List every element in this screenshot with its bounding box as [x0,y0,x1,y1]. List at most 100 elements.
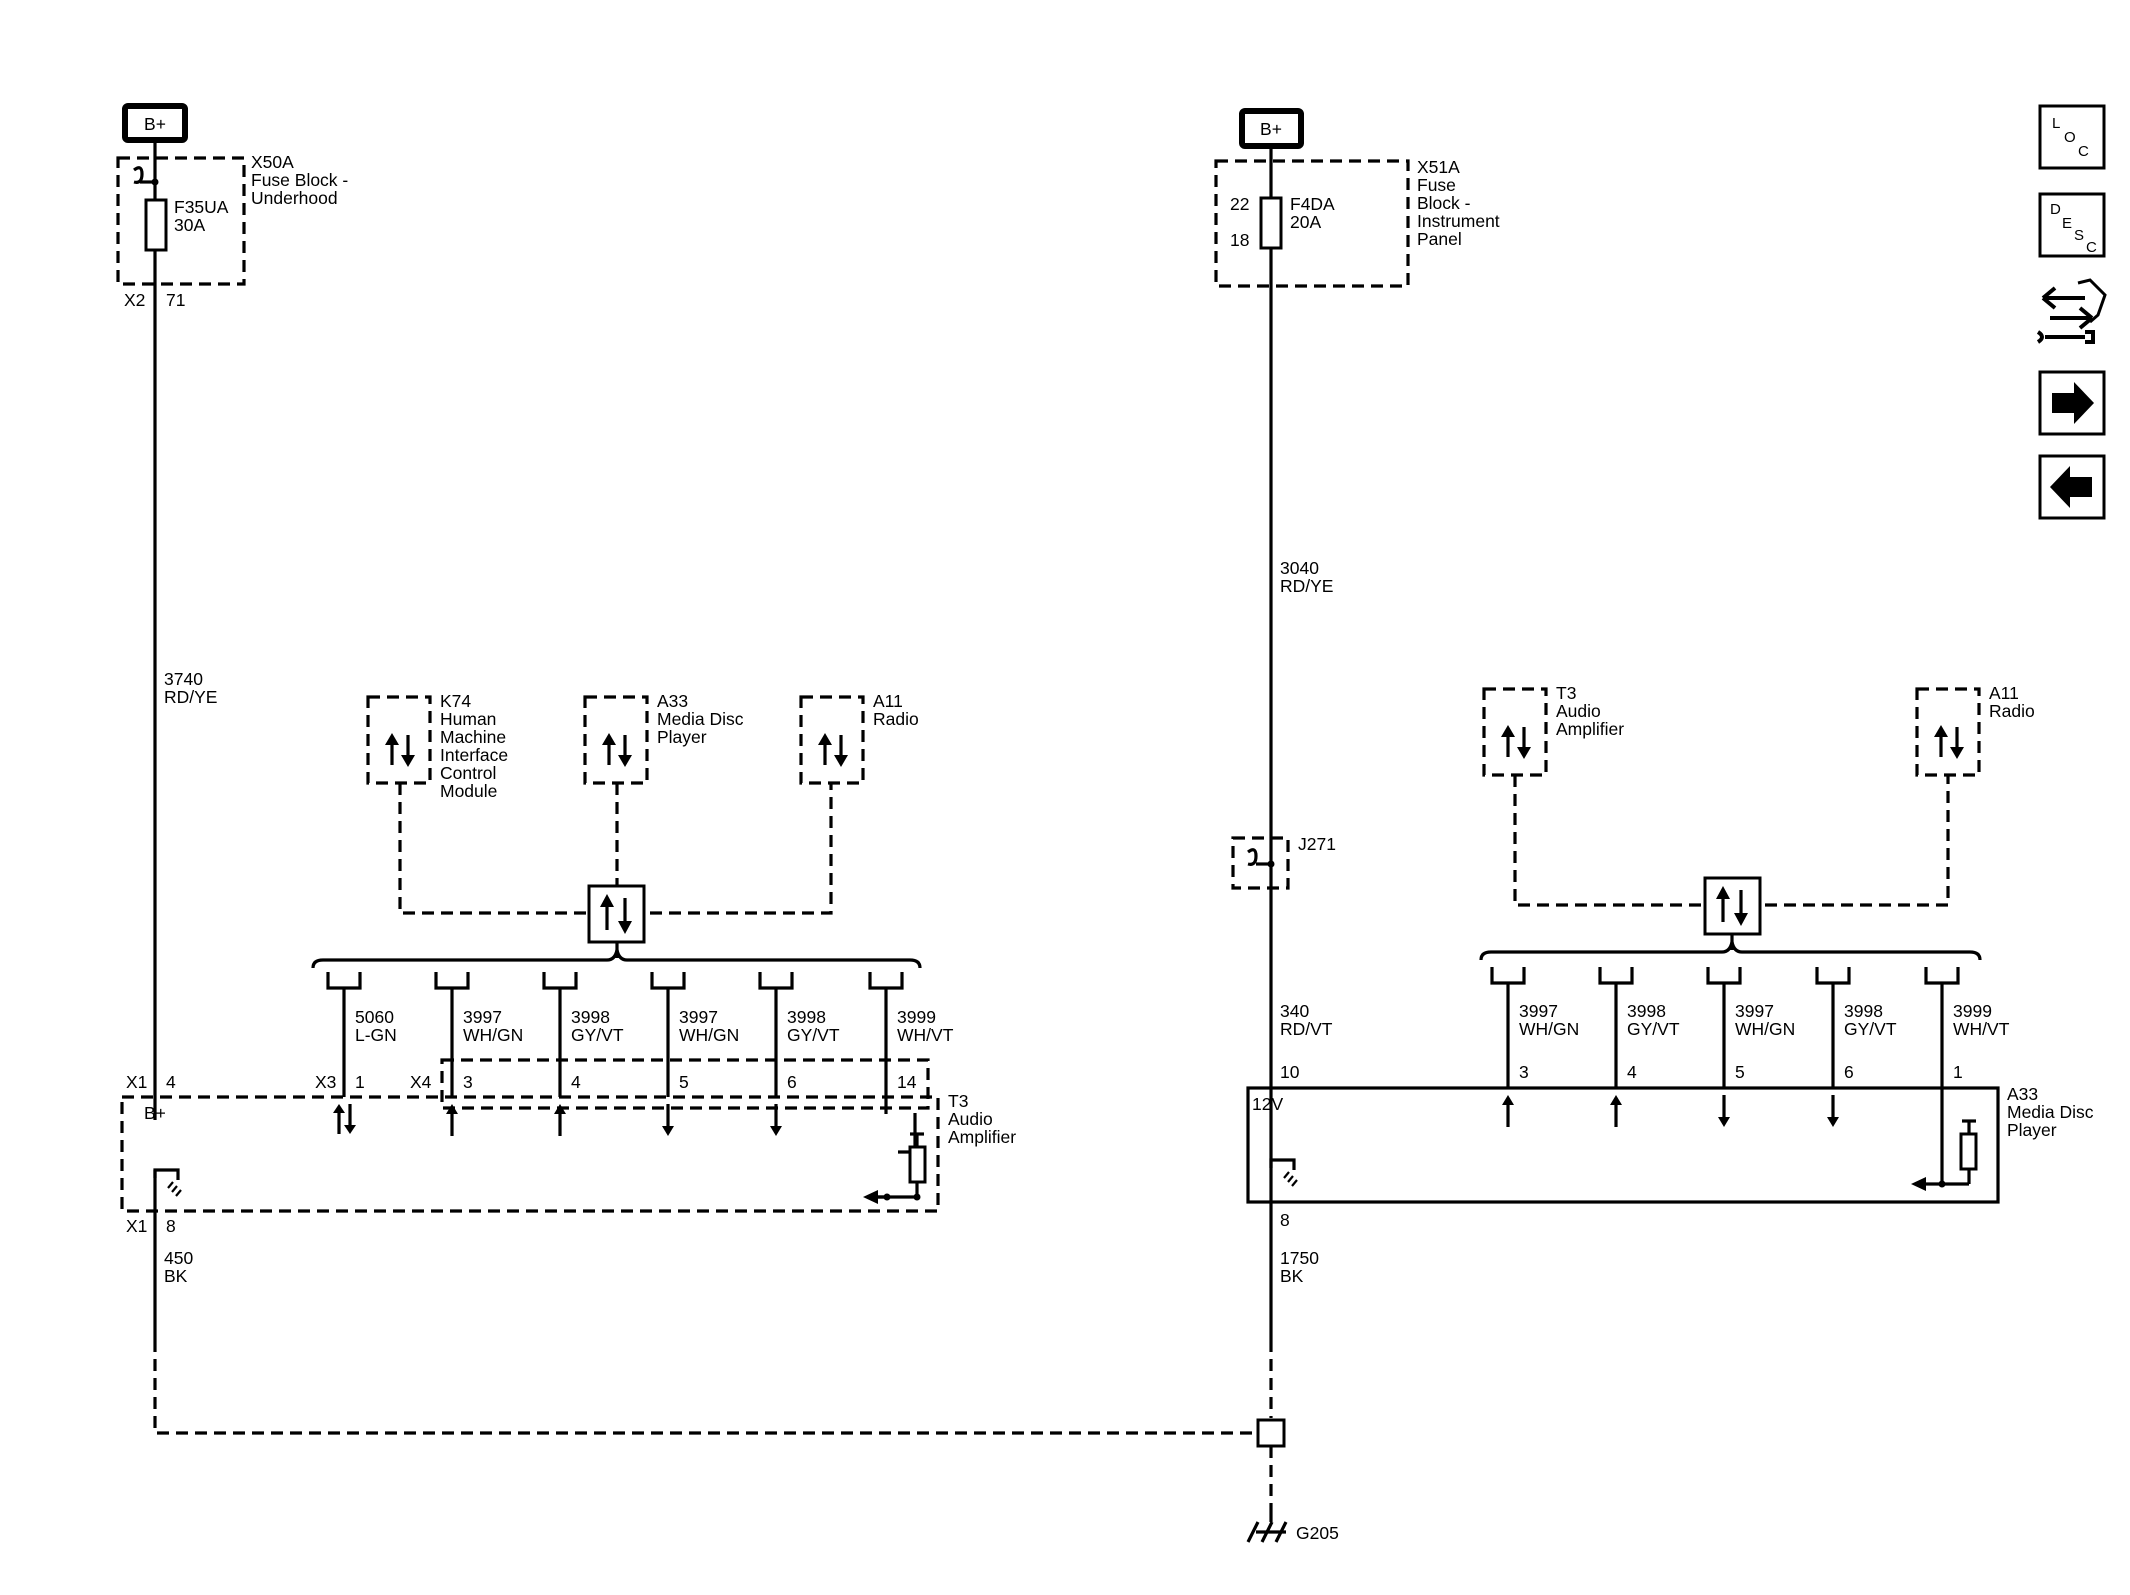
right-bus-arrows-icon [1703,876,1762,936]
left-wire-circuit: 3997 [679,1007,718,1027]
ground-id: G205 [1296,1523,1339,1543]
splice-id: J271 [1298,834,1336,854]
left-power-label: B+ [144,1103,166,1123]
left-wire-pin: 3 [463,1072,473,1092]
arrow-right-icon [2052,382,2094,424]
right-t3-line-2: Amplifier [1556,719,1624,739]
left-module-a33: A33 Media Disc Player [583,691,744,785]
k74-line-3: Interface [440,745,508,765]
right-wire-circuit: 3997 [1519,1001,1558,1021]
left-wire-color: WH/GN [679,1025,739,1045]
right-feed-color: RD/YE [1280,576,1333,596]
bidirectional-arrows-icon [602,733,632,767]
left-a11-id: A11 [873,691,903,711]
right-wire-pin: 6 [1844,1062,1854,1082]
previous-page-button[interactable] [2038,454,2106,520]
bidirectional-arrows-icon [818,733,848,767]
right-ground-color: BK [1280,1266,1304,1286]
left-wire-pin: 5 [679,1072,689,1092]
right-wire-circuit: 3999 [1953,1001,1992,1021]
right-wire-color: WH/GN [1735,1019,1795,1039]
right-fuse-block-outline [1214,159,1410,288]
k74-id: K74 [440,691,471,711]
right-wire-circuit: 3998 [1627,1001,1666,1021]
right-fuse-pin-out: 18 [1230,230,1249,250]
left-bus-arrows-icon [587,884,646,944]
left-fuse-connector: X2 [124,290,145,310]
desc-letter-s: S [2074,227,2084,244]
left-ground-circuit: 450 [164,1248,193,1268]
left-battery-label: B+ [144,114,166,134]
connector-service-icon[interactable] [2036,278,2107,344]
loc-letter-o: O [2064,129,2076,146]
right-wire-circuit: 3998 [1844,1001,1883,1021]
left-ground-connector: X1 [126,1216,147,1236]
left-device-line-2: Amplifier [948,1127,1016,1147]
left-ground-pin: 8 [166,1216,176,1236]
j271-splice: J271 [1231,834,1336,890]
left-wire-color: WH/VT [897,1025,954,1045]
left-module-a11: A11 Radio [799,691,919,785]
k74-line-5: Module [440,781,497,801]
ground-symbol-icon [1246,1510,1288,1543]
right-fuse-block-line-3: Instrument [1417,211,1500,231]
right-ground-circuit: 1750 [1280,1248,1319,1268]
left-wire-circuit: 5060 [355,1007,394,1027]
right-device-id: A33 [2007,1084,2038,1104]
left-harness-brace [311,949,922,969]
right-fuse-block-line-4: Panel [1417,229,1462,249]
right-wire-pin: 3 [1519,1062,1529,1082]
right-battery-symbol: B+ [1239,108,1304,149]
loc-button[interactable]: L O C [2038,104,2106,170]
left-power-connector: X1 [126,1072,147,1092]
left-a33-id: A33 [657,691,688,711]
desc-letter-d: D [2050,201,2061,218]
left-fuse-block-line-2: Underhood [251,188,338,208]
right-wire-color: WH/GN [1519,1019,1579,1039]
loc-letter-c: C [2078,143,2089,160]
right-fuse-rating: 20A [1290,212,1321,232]
left-fuse-block-outline [116,156,246,286]
left-fuse-rating: 30A [174,215,205,235]
ground-splice-icon [1256,1418,1286,1448]
left-a11-line-1: Radio [873,709,919,729]
right-power-label: 12V [1252,1094,1283,1114]
right-device-line-1: Media Disc [2007,1102,2094,1122]
right-wire-color: WH/VT [1953,1019,2010,1039]
right-a11-id: A11 [1989,683,2019,703]
right-t3-id: T3 [1556,683,1576,703]
next-page-button[interactable] [2038,370,2106,436]
left-termination-resistor-icon [863,1113,927,1204]
left-fuse-link-icon [133,166,144,184]
desc-button[interactable]: D E S C [2038,192,2106,258]
desc-letter-c: C [2086,239,2097,256]
right-wire-color: GY/VT [1844,1019,1897,1039]
right-a11-line-1: Radio [1989,701,2035,721]
right-fuse-id: F4DA [1290,194,1335,214]
loc-letter-l: L [2052,115,2060,132]
right-wire-color: GY/VT [1627,1019,1680,1039]
bidirectional-arrows-icon [1501,725,1531,759]
left-feed-color: RD/YE [164,687,217,707]
left-x3-connector: X3 [315,1072,336,1092]
right-fuse-block-id: X51A [1417,157,1460,177]
left-x4-connector: X4 [410,1072,432,1092]
left-fuse-block-id: X50A [251,152,294,172]
left-wire-circuit: 3998 [571,1007,610,1027]
right-fuse-block-line-2: Block - [1417,193,1471,213]
right-feed-circuit: 3040 [1280,558,1319,578]
right-ground-pin: 8 [1280,1210,1290,1230]
left-a33-line-1: Media Disc [657,709,744,729]
right-power-color: RD/VT [1280,1019,1333,1039]
left-wire-circuit: 3998 [787,1007,826,1027]
